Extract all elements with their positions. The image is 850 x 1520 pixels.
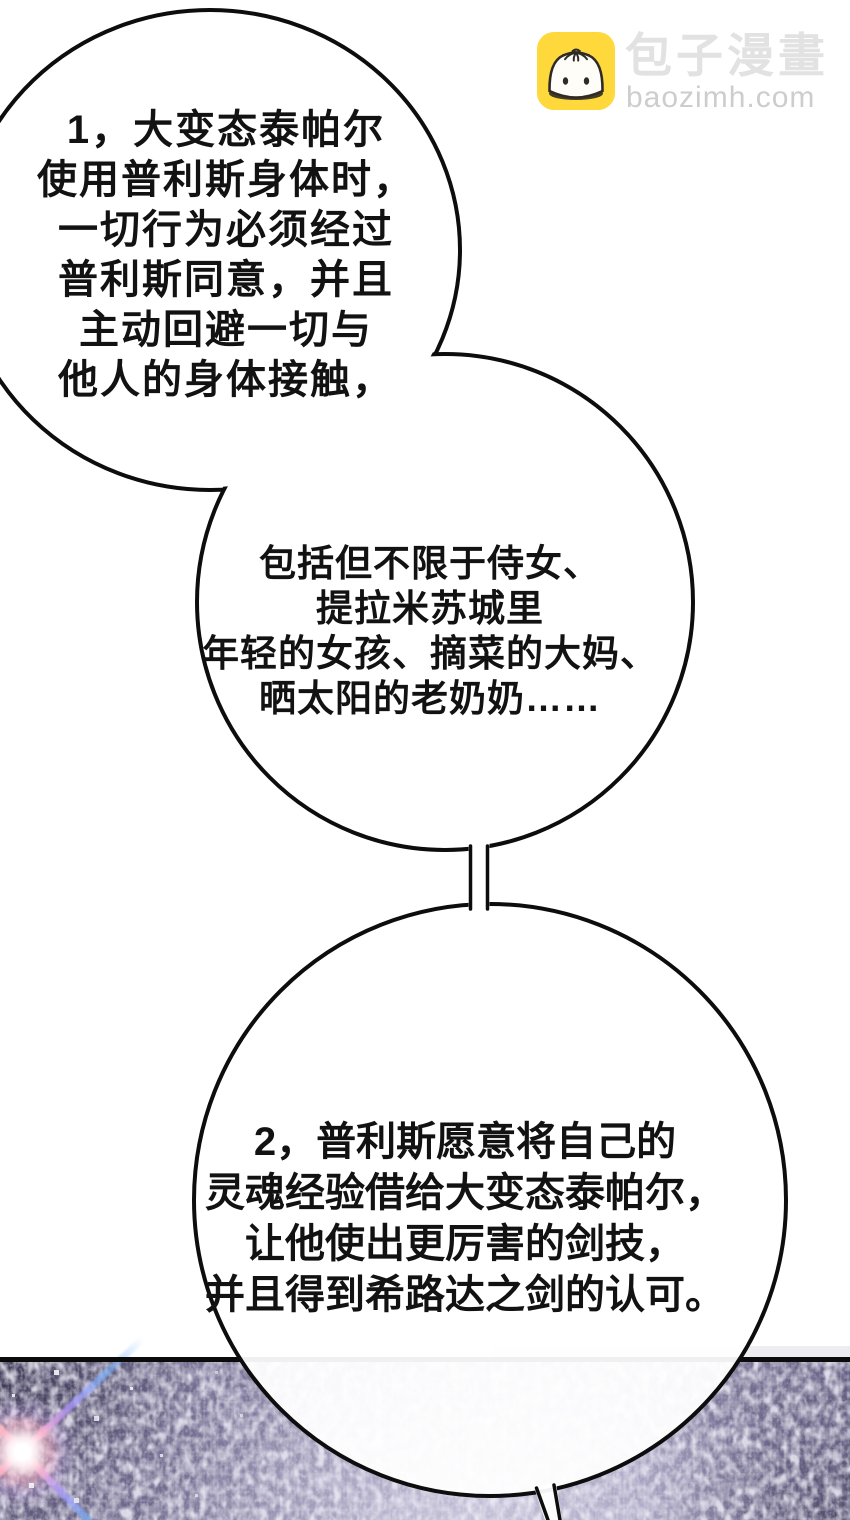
text-line: 并且得到希路达之剑的认可。 [205, 1273, 725, 1317]
text-line: 使用普利斯身体时， [37, 158, 415, 202]
text-line: 提拉米苏城里 [316, 588, 544, 629]
speech-bubble-1-text: 1，大变态泰帕尔 使用普利斯身体时， 一切行为必须经过 普利斯同意，并且 主动回… [0, 105, 452, 405]
text-line: 一切行为必须经过 [58, 208, 394, 252]
text-line: 晒太阳的老奶奶…… [259, 678, 601, 719]
baozimh-watermark[interactable]: 包子漫畫 baozimh.com [537, 29, 837, 118]
bubble-connector-neck-fill [468, 842, 490, 914]
text-line: 2，普利斯愿意将自己的 [253, 1120, 677, 1164]
bubble-connector-neck [468, 844, 490, 911]
speech-bubble-2-outline [195, 352, 695, 852]
bubble-tail [534, 1483, 562, 1520]
text-line: 包括但不限于侍女、 [259, 543, 601, 584]
text-line: 他人的身体接触， [58, 358, 394, 402]
text-line: 主动回避一切与 [79, 308, 373, 352]
baozi-bun-icon [537, 32, 615, 110]
watermark-site-name: 包子漫畫 [625, 29, 829, 82]
text-line: 1，大变态泰帕尔 [66, 108, 386, 152]
text-line: 年轻的女孩、摘菜的大妈、 [202, 633, 658, 674]
lens-flare-core [0, 1392, 82, 1512]
text-line: 普利斯同意，并且 [58, 258, 394, 302]
watermark-site-url: baozimh.com [626, 81, 816, 114]
text-line: 灵魂经验借给大变态泰帕尔， [205, 1171, 725, 1215]
speech-bubble-1-fill [0, 13, 457, 487]
text-line: 让他使出更厉害的剑技， [245, 1222, 685, 1266]
speech-bubble-3-text: 2，普利斯愿意将自己的 灵魂经验借给大变态泰帕尔， 让他使出更厉害的剑技， 并且… [195, 1117, 735, 1321]
speech-bubble-2-text: 包括但不限于侍女、 提拉米苏城里 年轻的女孩、摘菜的大妈、 晒太阳的老奶奶…… [180, 541, 680, 721]
speech-bubble-3-outline [192, 902, 788, 1498]
